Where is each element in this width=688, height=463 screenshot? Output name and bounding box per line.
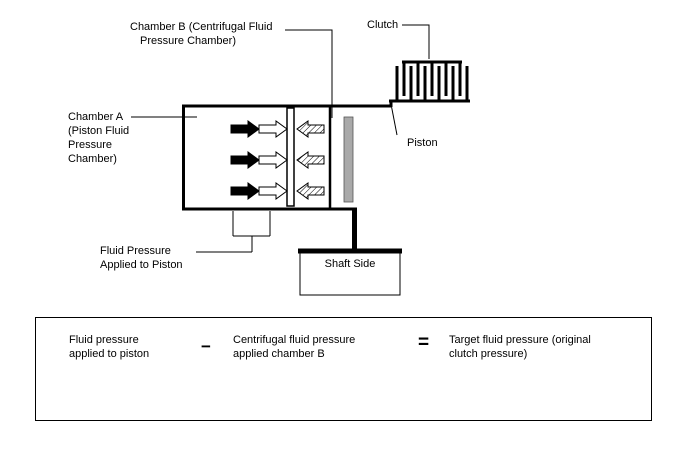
piston-pressure-arrow-icon	[230, 182, 260, 200]
chamber-a-label-line2: (Piston Fluid	[68, 125, 130, 137]
chamber-outline	[182, 104, 391, 211]
equation-term1-line2: applied to piston	[69, 348, 150, 360]
pressure-arrows-row	[230, 182, 325, 200]
centrifugal-pressure-arrow-icon	[296, 120, 325, 138]
pressure-arrows-row	[230, 151, 325, 169]
equals-operator: =	[418, 332, 430, 353]
equation-term-piston-pressure: Fluid pressure applied to piston	[69, 333, 149, 361]
equation-term3-line1: Target fluid pressure (original	[449, 334, 591, 346]
equation-term2-line2: applied chamber B	[233, 348, 325, 360]
equation-term-centrifugal-pressure: Centrifugal fluid pressure applied chamb…	[233, 333, 355, 361]
clutch-pack-icon	[389, 60, 470, 107]
equation-term3-line2: clutch pressure)	[449, 348, 528, 360]
piston-plate	[343, 116, 354, 203]
centrifugal-pressure-arrow-icon	[296, 151, 325, 169]
equation-box: Fluid pressure applied to piston − Centr…	[35, 317, 652, 421]
fluid-pressure-label-line2: Applied to Piston	[100, 259, 183, 271]
fluid-pressure-label-line1: Fluid Pressure	[100, 245, 171, 257]
shaft-side-box	[298, 248, 402, 296]
chamber-a-label: Chamber A (Piston Fluid Pressure Chamber…	[68, 110, 129, 166]
piston-pressure-arrow-icon	[230, 151, 260, 169]
equation-term-target-pressure: Target fluid pressure (original clutch p…	[449, 333, 591, 361]
piston-pressure-arrow-outline-icon	[258, 151, 288, 169]
piston-pressure-arrow-icon	[230, 120, 260, 138]
pressure-arrows-row	[230, 120, 325, 138]
fluid-pressure-label: Fluid Pressure Applied to Piston	[100, 244, 183, 272]
piston-leader	[390, 103, 398, 136]
equation-term1-line1: Fluid pressure	[69, 334, 139, 346]
piston-divider	[286, 107, 295, 207]
shaft-side-label: Shaft Side	[324, 258, 376, 270]
piston-pressure-arrow-outline-icon	[258, 182, 288, 200]
piston-pressure-arrow-outline-icon	[258, 120, 288, 138]
chamber-b-leader	[285, 29, 333, 118]
chamber-a-label-line1: Chamber A	[68, 111, 124, 123]
piston-label: Piston	[407, 137, 438, 149]
clutch-leader	[402, 24, 430, 59]
chamber-b-label-line2: Pressure Chamber)	[140, 35, 236, 47]
equation-term2-line1: Centrifugal fluid pressure	[233, 334, 356, 346]
chamber-a-label-line3: Pressure	[68, 139, 113, 151]
centrifugal-pressure-arrow-icon	[296, 182, 325, 200]
clutch-label: Clutch	[367, 19, 399, 31]
chamber-b-label-line1: Chamber B (Centrifugal Fluid	[130, 21, 273, 33]
fluid-pressure-leader	[196, 211, 271, 253]
minus-operator: −	[201, 337, 211, 356]
chamber-a-label-line4: Chamber)	[68, 153, 117, 165]
chamber-b-label: Chamber B (Centrifugal Fluid Pressure Ch…	[130, 20, 272, 48]
leader-lines	[131, 24, 430, 253]
